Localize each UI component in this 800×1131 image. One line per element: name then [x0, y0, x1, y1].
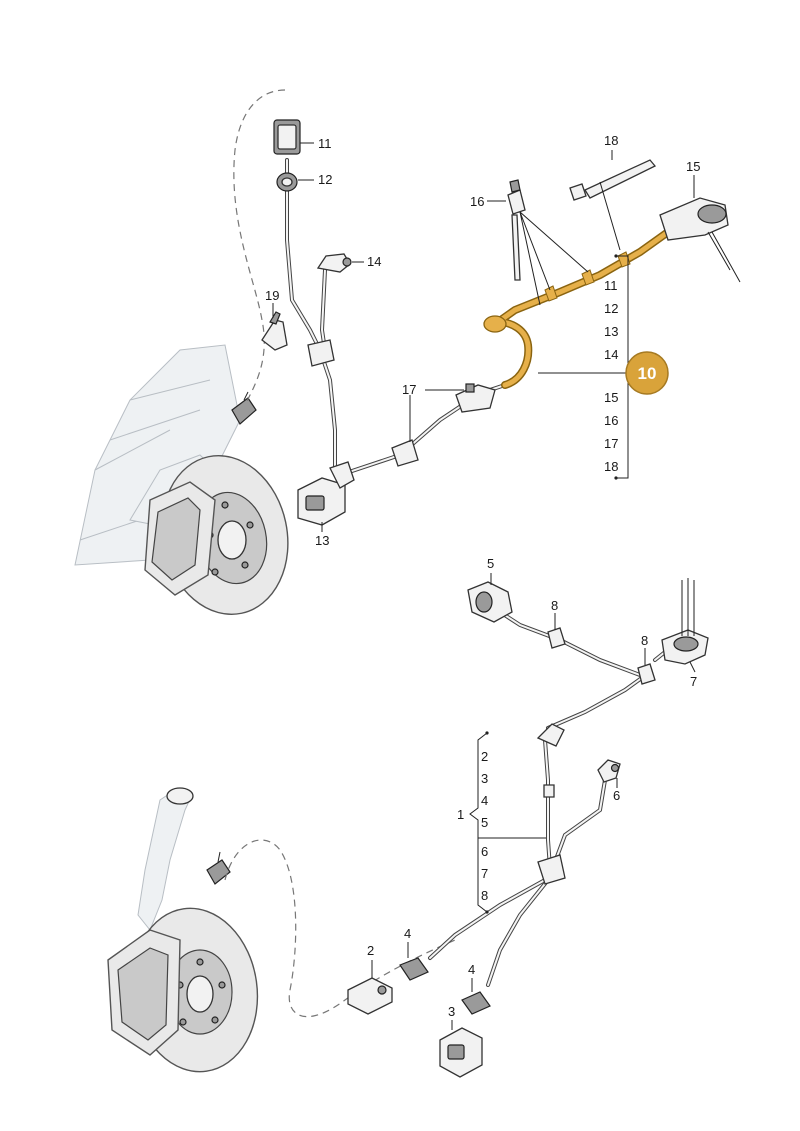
part-7-grommet	[661, 578, 709, 665]
callout-8b: 8	[641, 633, 648, 648]
part-13-connector	[297, 461, 355, 526]
lower-assembly: 5 8 8 7 6 2 4 4 3 1 2 3 4 5	[107, 556, 709, 1078]
part-18-cable-tie	[569, 159, 657, 201]
lower-list-item-2: 2	[481, 749, 488, 764]
lower-list-item-5: 5	[481, 815, 488, 830]
highlight-badge	[625, 351, 669, 395]
highlight-label-10: 10	[638, 364, 657, 383]
list-item-17: 17	[604, 436, 618, 451]
part-3-connector	[439, 1027, 483, 1078]
lower-brake-disc	[107, 907, 259, 1073]
part-14-connector	[316, 253, 352, 273]
list-item-13: 13	[604, 324, 618, 339]
part-12-grommet	[276, 172, 298, 192]
lower-list-item-4: 4	[481, 793, 488, 808]
part-8-clips	[547, 627, 656, 685]
callout-14: 14	[367, 254, 381, 269]
callout-5: 5	[487, 556, 494, 571]
upper-callouts: 11 12 14 19 13 17 16 18 15	[265, 133, 700, 548]
list-item-18: 18	[604, 459, 618, 474]
upper-route-dashed	[233, 89, 286, 406]
callout-4b: 4	[468, 962, 475, 977]
callout-18: 18	[604, 133, 618, 148]
list-item-11: 11	[604, 278, 618, 293]
callout-7: 7	[690, 674, 697, 689]
callout-16: 16	[470, 194, 484, 209]
callout-17: 17	[402, 382, 416, 397]
part-10-highlighted-harness	[483, 228, 672, 389]
part-6-connector	[597, 759, 621, 783]
lower-list-item-6: 6	[481, 844, 488, 859]
harness-junction	[536, 723, 566, 885]
callout-12: 12	[318, 172, 332, 187]
part-2-sensor	[347, 977, 393, 1015]
upper-brake-disc	[144, 454, 289, 616]
lower-callouts: 5 8 8 7 6 2 4 4 3	[367, 556, 697, 1030]
callout-19: 19	[265, 288, 279, 303]
part-19-bracket	[261, 311, 288, 351]
callout-2: 2	[367, 943, 374, 958]
bracket-label-1: 1	[457, 807, 464, 822]
lower-wheel-sensor	[206, 851, 231, 885]
lower-knuckle	[137, 787, 194, 931]
lower-route-dashed	[224, 839, 456, 1018]
part-17-holders	[391, 383, 496, 467]
lower-list-item-7: 7	[481, 866, 488, 881]
upper-wheel-sensor	[231, 391, 257, 425]
callout-13: 13	[315, 533, 329, 548]
callout-8a: 8	[551, 598, 558, 613]
list-item-14: 14	[604, 347, 618, 362]
callout-11: 11	[318, 136, 332, 151]
callout-6: 6	[613, 788, 620, 803]
lower-list-item-3: 3	[481, 771, 488, 786]
list-item-16: 16	[604, 413, 618, 428]
list-item-12: 12	[604, 301, 618, 316]
upper-assembly: 11 12 14 19 13 17 16 18 15 11 12 1	[74, 89, 741, 616]
callout-15: 15	[686, 159, 700, 174]
part-11-sensor-head	[273, 119, 301, 155]
list-item-15: 15	[604, 390, 618, 405]
part-15-grommet	[659, 197, 741, 283]
upper-bracket-list: 11 12 13 14 15 16 17 18 10	[538, 254, 669, 480]
lower-bracket-list: 1 2 3 4 5 6 7 8	[457, 731, 546, 914]
cable-holder-clip	[307, 339, 335, 367]
part-5-connector	[467, 581, 513, 623]
lower-list-item-8: 8	[481, 888, 488, 903]
part-16-cable-tie	[507, 179, 526, 281]
part-4-grommets	[399, 957, 491, 1015]
callout-4a: 4	[404, 926, 411, 941]
callout-3: 3	[448, 1004, 455, 1019]
